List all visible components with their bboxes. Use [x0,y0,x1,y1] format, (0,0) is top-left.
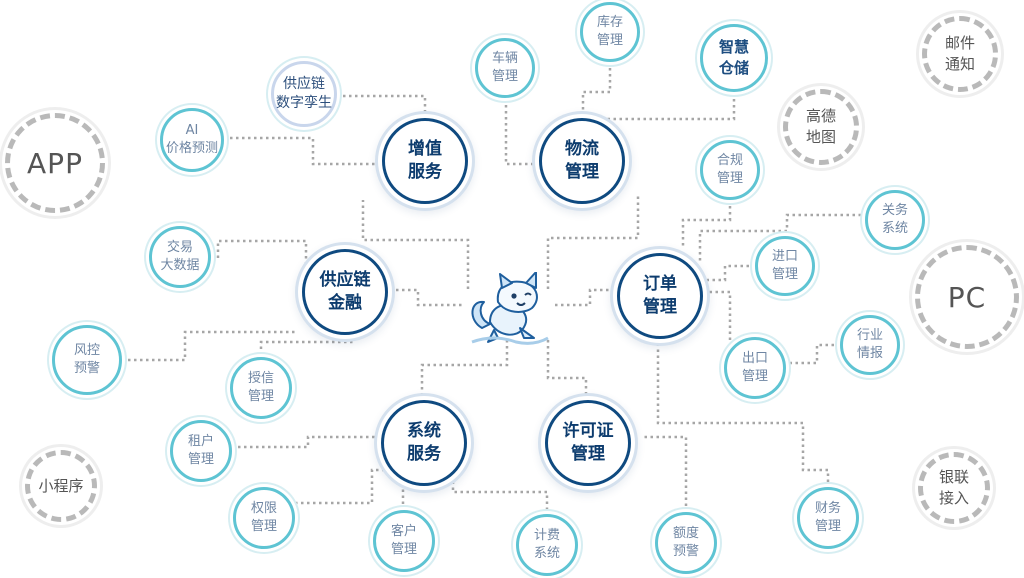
platform-node-app[interactable]: APP [5,113,105,213]
leaf-node-vehicle[interactable]: 车辆 管理 [475,38,535,98]
link-trade-finance [216,239,308,266]
leaf-node-industry[interactable]: 行业 情报 [840,315,900,375]
leaf-node-export[interactable]: 出口 管理 [724,337,786,399]
fox-mascot-icon [471,272,549,345]
leaf-node-smart-storage[interactable]: 智慧 仓储 [700,24,768,92]
link-tenant-system [232,435,380,449]
link-industry-export [788,343,840,365]
link-risk-finance [122,330,298,362]
leaf-node-billing[interactable]: 计费 系统 [516,514,578,576]
link-storage-logistics [601,99,736,129]
leaf-node-permission[interactable]: 权限 管理 [233,487,295,549]
core-node-system[interactable]: 系统 服务 [381,400,467,486]
platform-node-amap[interactable]: 高德 地图 [783,89,859,165]
leaf-node-quota[interactable]: 额度 预警 [655,512,717,574]
core-node-value-added[interactable]: 增值 服务 [382,118,468,204]
leaf-node-compliance[interactable]: 合规 管理 [700,140,760,200]
link-permission-system [295,468,384,505]
link-stock-logistics [581,68,612,118]
platform-node-pc[interactable]: PC [915,245,1019,349]
link-center-license [546,340,588,400]
core-node-license[interactable]: 许可证 管理 [545,400,631,486]
link-center-order [555,288,620,307]
link-export-order [700,290,732,340]
platform-node-mail[interactable]: 邮件 通知 [922,16,998,92]
core-node-logistics[interactable]: 物流 管理 [539,118,625,204]
link-credit-finance [259,318,355,355]
link-compliance-order [681,200,732,246]
leaf-node-ai-pricing[interactable]: AI 价格预测 [160,108,224,172]
platform-node-mini-program[interactable]: 小程序 [25,450,97,522]
link-customs-order [698,213,867,264]
link-center-system [420,340,509,408]
link-quota-license [642,435,688,512]
leaf-node-risk[interactable]: 风控 预警 [52,325,122,395]
leaf-node-customer[interactable]: 客户 管理 [373,510,435,572]
link-center-logistics [546,196,640,289]
leaf-node-supply-twin[interactable]: 供应链 数字孪生 [271,61,337,127]
link-billing-system [451,468,549,516]
link-center-value-added [361,200,470,289]
core-node-order[interactable]: 订单 管理 [617,253,703,339]
link-ai-value-added [224,136,380,166]
link-import-order [707,264,755,282]
core-node-supply-finance[interactable]: 供应链 金融 [302,249,388,335]
link-finance-order [656,340,830,488]
platform-node-unionpay[interactable]: 银联 接入 [918,452,990,524]
leaf-node-customs[interactable]: 关务 系统 [865,190,925,250]
leaf-node-credit[interactable]: 授信 管理 [230,357,292,419]
leaf-node-stock[interactable]: 库存 管理 [580,2,640,62]
leaf-node-tenant[interactable]: 租户 管理 [170,420,232,482]
link-vehicle-logistics [504,93,539,166]
leaf-node-trade-data[interactable]: 交易 大数据 [149,226,211,288]
leaf-node-import[interactable]: 进口 管理 [755,236,815,296]
link-center-finance [390,288,465,307]
link-twin-value-added [337,94,427,118]
leaf-node-finance[interactable]: 财务 管理 [797,487,859,549]
